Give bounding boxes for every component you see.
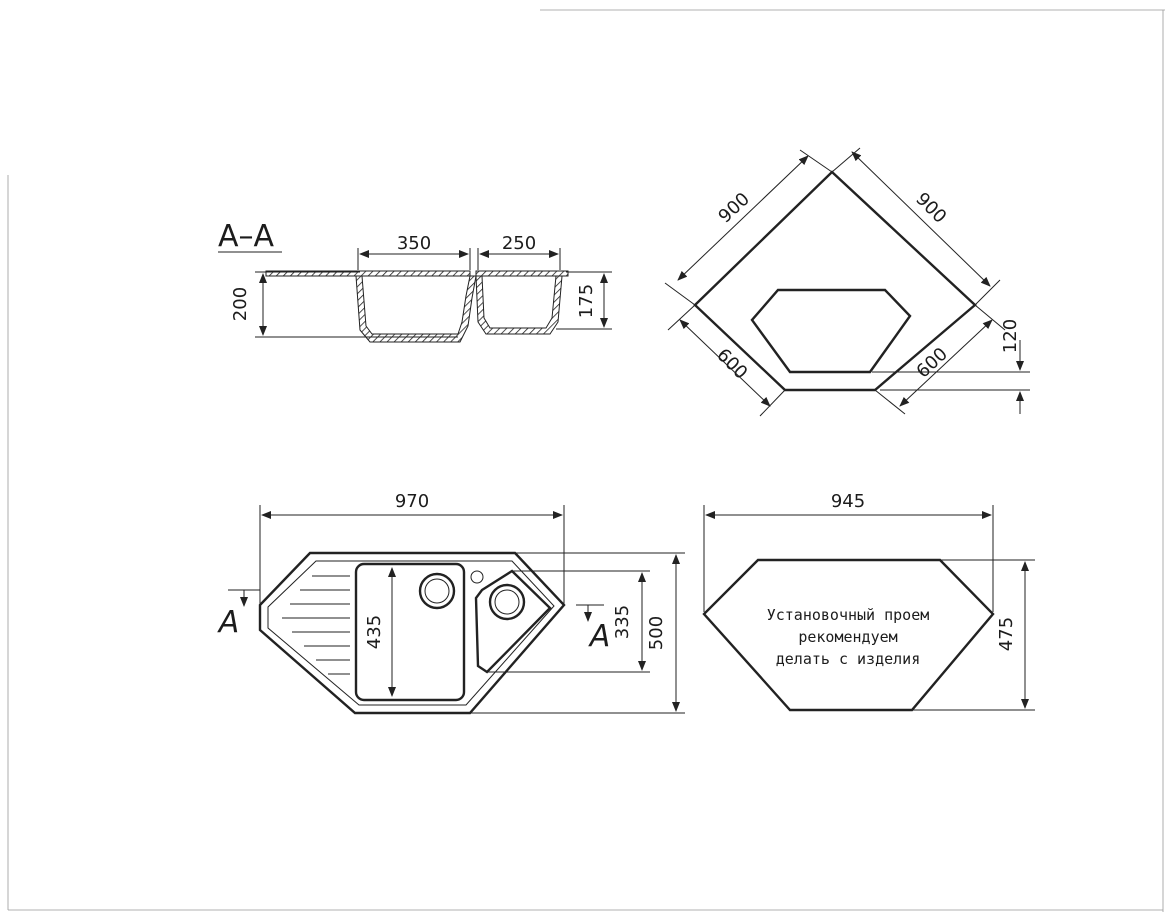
main-drain-outer — [418, 572, 456, 610]
section-view: А–А 350 250 200 175 — [218, 219, 612, 343]
dim-ext-900a-1 — [799, 149, 833, 173]
main-bowl — [354, 562, 466, 702]
dim-ext-900b-1 — [831, 147, 861, 173]
section-deck-right — [475, 270, 569, 277]
cutout-note-line-1: Установочный проем — [767, 606, 930, 624]
cutout-note-line-3: делать с изделия — [776, 650, 921, 668]
dim-600-left-label: 600 — [712, 345, 751, 384]
dim-ext-900b-2 — [974, 279, 1001, 306]
dim-970-label: 970 — [395, 491, 429, 512]
corner-view: 900 900 600 600 120 — [664, 147, 1030, 417]
dim-475-label: 475 — [996, 617, 1017, 651]
dim-900-left-label: 900 — [715, 189, 754, 228]
sink-outer-outline — [258, 551, 566, 715]
dim-435-label: 435 — [364, 615, 385, 649]
corner-cutout — [750, 288, 912, 374]
dim-600-right-label: 600 — [913, 344, 952, 383]
dim-175-label: 175 — [576, 284, 597, 318]
dim-line-900-right — [851, 151, 991, 287]
dim-200-label: 200 — [230, 287, 251, 321]
section-left-bowl — [355, 275, 477, 343]
dim-250-label: 250 — [502, 233, 536, 254]
dim-line-900-left — [677, 155, 809, 281]
dim-ext-600a-1 — [667, 304, 696, 331]
drainboard-ribs — [282, 575, 350, 675]
small-drain-inner — [494, 589, 520, 615]
cutout-note-line-2: рекомендуем — [798, 628, 897, 646]
plan-view: 970 500 335 435 А А — [217, 491, 685, 715]
dim-500-label: 500 — [646, 616, 667, 650]
dim-335-label: 335 — [612, 605, 633, 639]
cut-label-left: А — [217, 605, 240, 640]
section-title: А–А — [218, 219, 275, 254]
dim-350-label: 350 — [397, 233, 431, 254]
cut-label-right: А — [588, 619, 611, 654]
dim-ext-600b-1 — [974, 304, 1006, 331]
dim-ext-900a-2 — [664, 282, 696, 306]
dim-ext-600a-2 — [759, 389, 786, 417]
dim-line-600-left — [679, 319, 771, 407]
dim-120-label: 120 — [1000, 319, 1021, 353]
cutout-view: 945 475 Установочный проем рекомендуем д… — [702, 491, 1035, 712]
dim-line-600-right — [899, 319, 993, 407]
section-right-bowl — [475, 275, 563, 335]
faucet-hole — [470, 570, 484, 584]
dim-900-right-label: 900 — [911, 189, 950, 228]
small-drain-outer — [488, 583, 526, 621]
dim-945-label: 945 — [831, 491, 865, 512]
sink-inner-outline — [267, 560, 555, 706]
dim-ext-600b-2 — [874, 389, 906, 415]
main-drain-inner — [424, 578, 450, 604]
